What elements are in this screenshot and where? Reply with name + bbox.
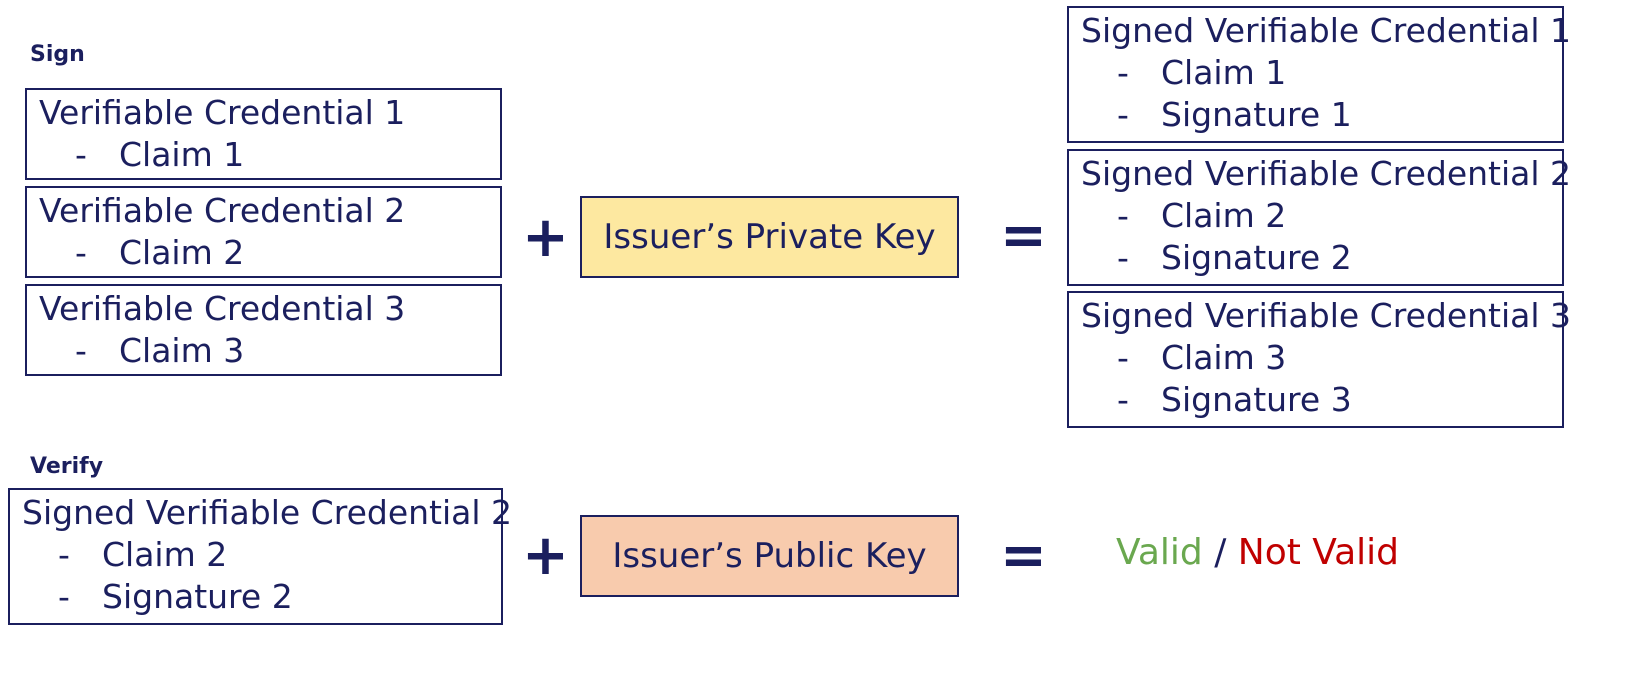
verify-section-label: Verify <box>30 454 104 479</box>
list-dash: - <box>58 535 70 574</box>
signature-text: Signature 1 <box>1161 95 1352 134</box>
verify-credential-box: Signed Verifiable Credential 2 -Claim 2 … <box>8 488 513 625</box>
list-dash: - <box>1117 238 1129 277</box>
signed-credential-box-2: Signed Verifiable Credential 2 -Claim 2 … <box>1067 149 1572 286</box>
signature-text: Signature 2 <box>102 577 293 616</box>
list-dash: - <box>75 331 87 370</box>
signed-credential-signature: -Signature 3 <box>1081 379 1562 421</box>
list-dash: - <box>1117 95 1129 134</box>
signed-credential-box-3: Signed Verifiable Credential 3 -Claim 3 … <box>1067 291 1572 428</box>
list-dash: - <box>1117 53 1129 92</box>
claim-text: Claim 2 <box>102 535 228 574</box>
not-valid-text: Not Valid <box>1237 532 1400 573</box>
signed-credential-title: Signed Verifiable Credential 3 <box>1081 296 1572 335</box>
credential-box-1: Verifiable Credential 1 -Claim 1 <box>25 88 502 180</box>
list-dash: - <box>1117 196 1129 235</box>
signature-text: Signature 2 <box>1161 238 1352 277</box>
verify-plus-operator: + <box>522 523 569 588</box>
credential-claim: -Claim 1 <box>39 134 500 176</box>
signed-credential-title: Signed Verifiable Credential 1 <box>1081 11 1572 50</box>
credential-title: Verifiable Credential 2 <box>39 191 406 230</box>
credential-box-3: Verifiable Credential 3 -Claim 3 <box>25 284 502 376</box>
sign-plus-operator: + <box>522 205 569 270</box>
credential-title: Verifiable Credential 1 <box>39 93 406 132</box>
signed-credential-claim: -Claim 2 <box>22 534 501 576</box>
signed-credential-claim: -Claim 1 <box>1081 52 1562 94</box>
signed-credential-signature: -Signature 2 <box>1081 237 1562 279</box>
signed-credential-signature: -Signature 1 <box>1081 94 1562 136</box>
sign-equals-operator: = <box>1000 203 1047 268</box>
credential-box-2: Verifiable Credential 2 -Claim 2 <box>25 186 502 278</box>
verification-result: Valid / Not Valid <box>1116 532 1399 573</box>
list-dash: - <box>1117 338 1129 377</box>
result-separator: / <box>1202 532 1238 573</box>
signed-credential-title: Signed Verifiable Credential 2 <box>22 493 513 532</box>
credential-title: Verifiable Credential 3 <box>39 289 406 328</box>
claim-text: Claim 1 <box>1161 53 1287 92</box>
list-dash: - <box>75 135 87 174</box>
claim-text: Claim 2 <box>1161 196 1287 235</box>
signature-text: Signature 3 <box>1161 380 1352 419</box>
signed-credential-box-1: Signed Verifiable Credential 1 -Claim 1 … <box>1067 6 1572 143</box>
sign-section-label: Sign <box>30 42 85 67</box>
credential-claim: -Claim 2 <box>39 232 500 274</box>
claim-text: Claim 1 <box>119 135 245 174</box>
signed-credential-claim: -Claim 2 <box>1081 195 1562 237</box>
valid-text: Valid <box>1116 532 1203 573</box>
private-key-box: Issuer’s Private Key <box>580 196 959 278</box>
signed-credential-claim: -Claim 3 <box>1081 337 1562 379</box>
public-key-box: Issuer’s Public Key <box>580 515 959 597</box>
credential-claim: -Claim 3 <box>39 330 500 372</box>
list-dash: - <box>75 233 87 272</box>
signed-credential-signature: -Signature 2 <box>22 576 501 618</box>
claim-text: Claim 2 <box>119 233 245 272</box>
claim-text: Claim 3 <box>119 331 245 370</box>
verify-equals-operator: = <box>1000 523 1047 588</box>
list-dash: - <box>58 577 70 616</box>
claim-text: Claim 3 <box>1161 338 1287 377</box>
signed-credential-title: Signed Verifiable Credential 2 <box>1081 154 1572 193</box>
list-dash: - <box>1117 380 1129 419</box>
